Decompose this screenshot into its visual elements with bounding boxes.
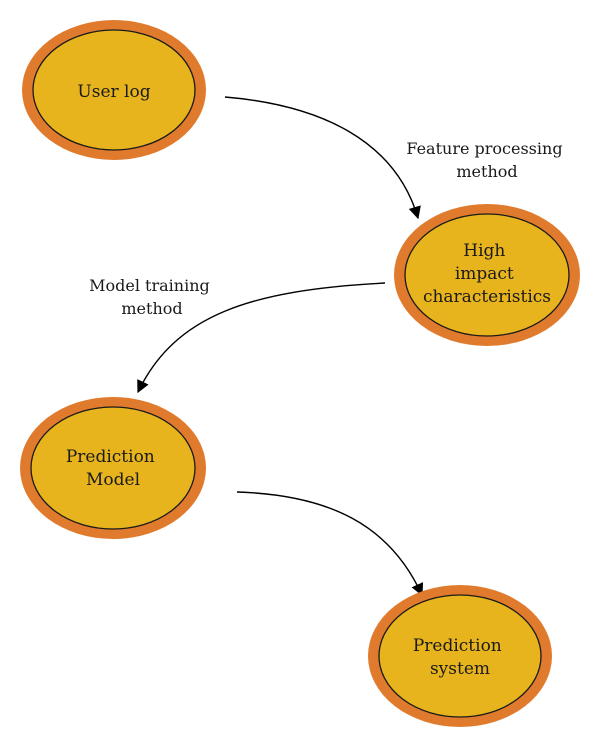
edge-user-log-to-high-impact xyxy=(224,96,421,220)
node-label-prediction-system: Prediction system xyxy=(413,636,507,679)
edge-prediction-model-to-prediction-system xyxy=(236,491,424,597)
node-user-log: User log xyxy=(22,20,206,160)
node-label-prediction-model: Prediction Model xyxy=(66,447,160,490)
node-high-impact-characteristics: High impact characteristics xyxy=(394,204,580,346)
node-prediction-system: Prediction system xyxy=(368,585,552,727)
node-label-high-impact: High impact characteristics xyxy=(423,241,551,307)
node-label-user-log: User log xyxy=(77,82,150,102)
node-prediction-model: Prediction Model xyxy=(20,397,206,539)
edge-label-feature-processing: Feature processing method xyxy=(406,139,567,181)
edge-label-model-training: Model training method xyxy=(89,276,215,318)
edge-high-impact-to-prediction-model xyxy=(137,282,386,394)
